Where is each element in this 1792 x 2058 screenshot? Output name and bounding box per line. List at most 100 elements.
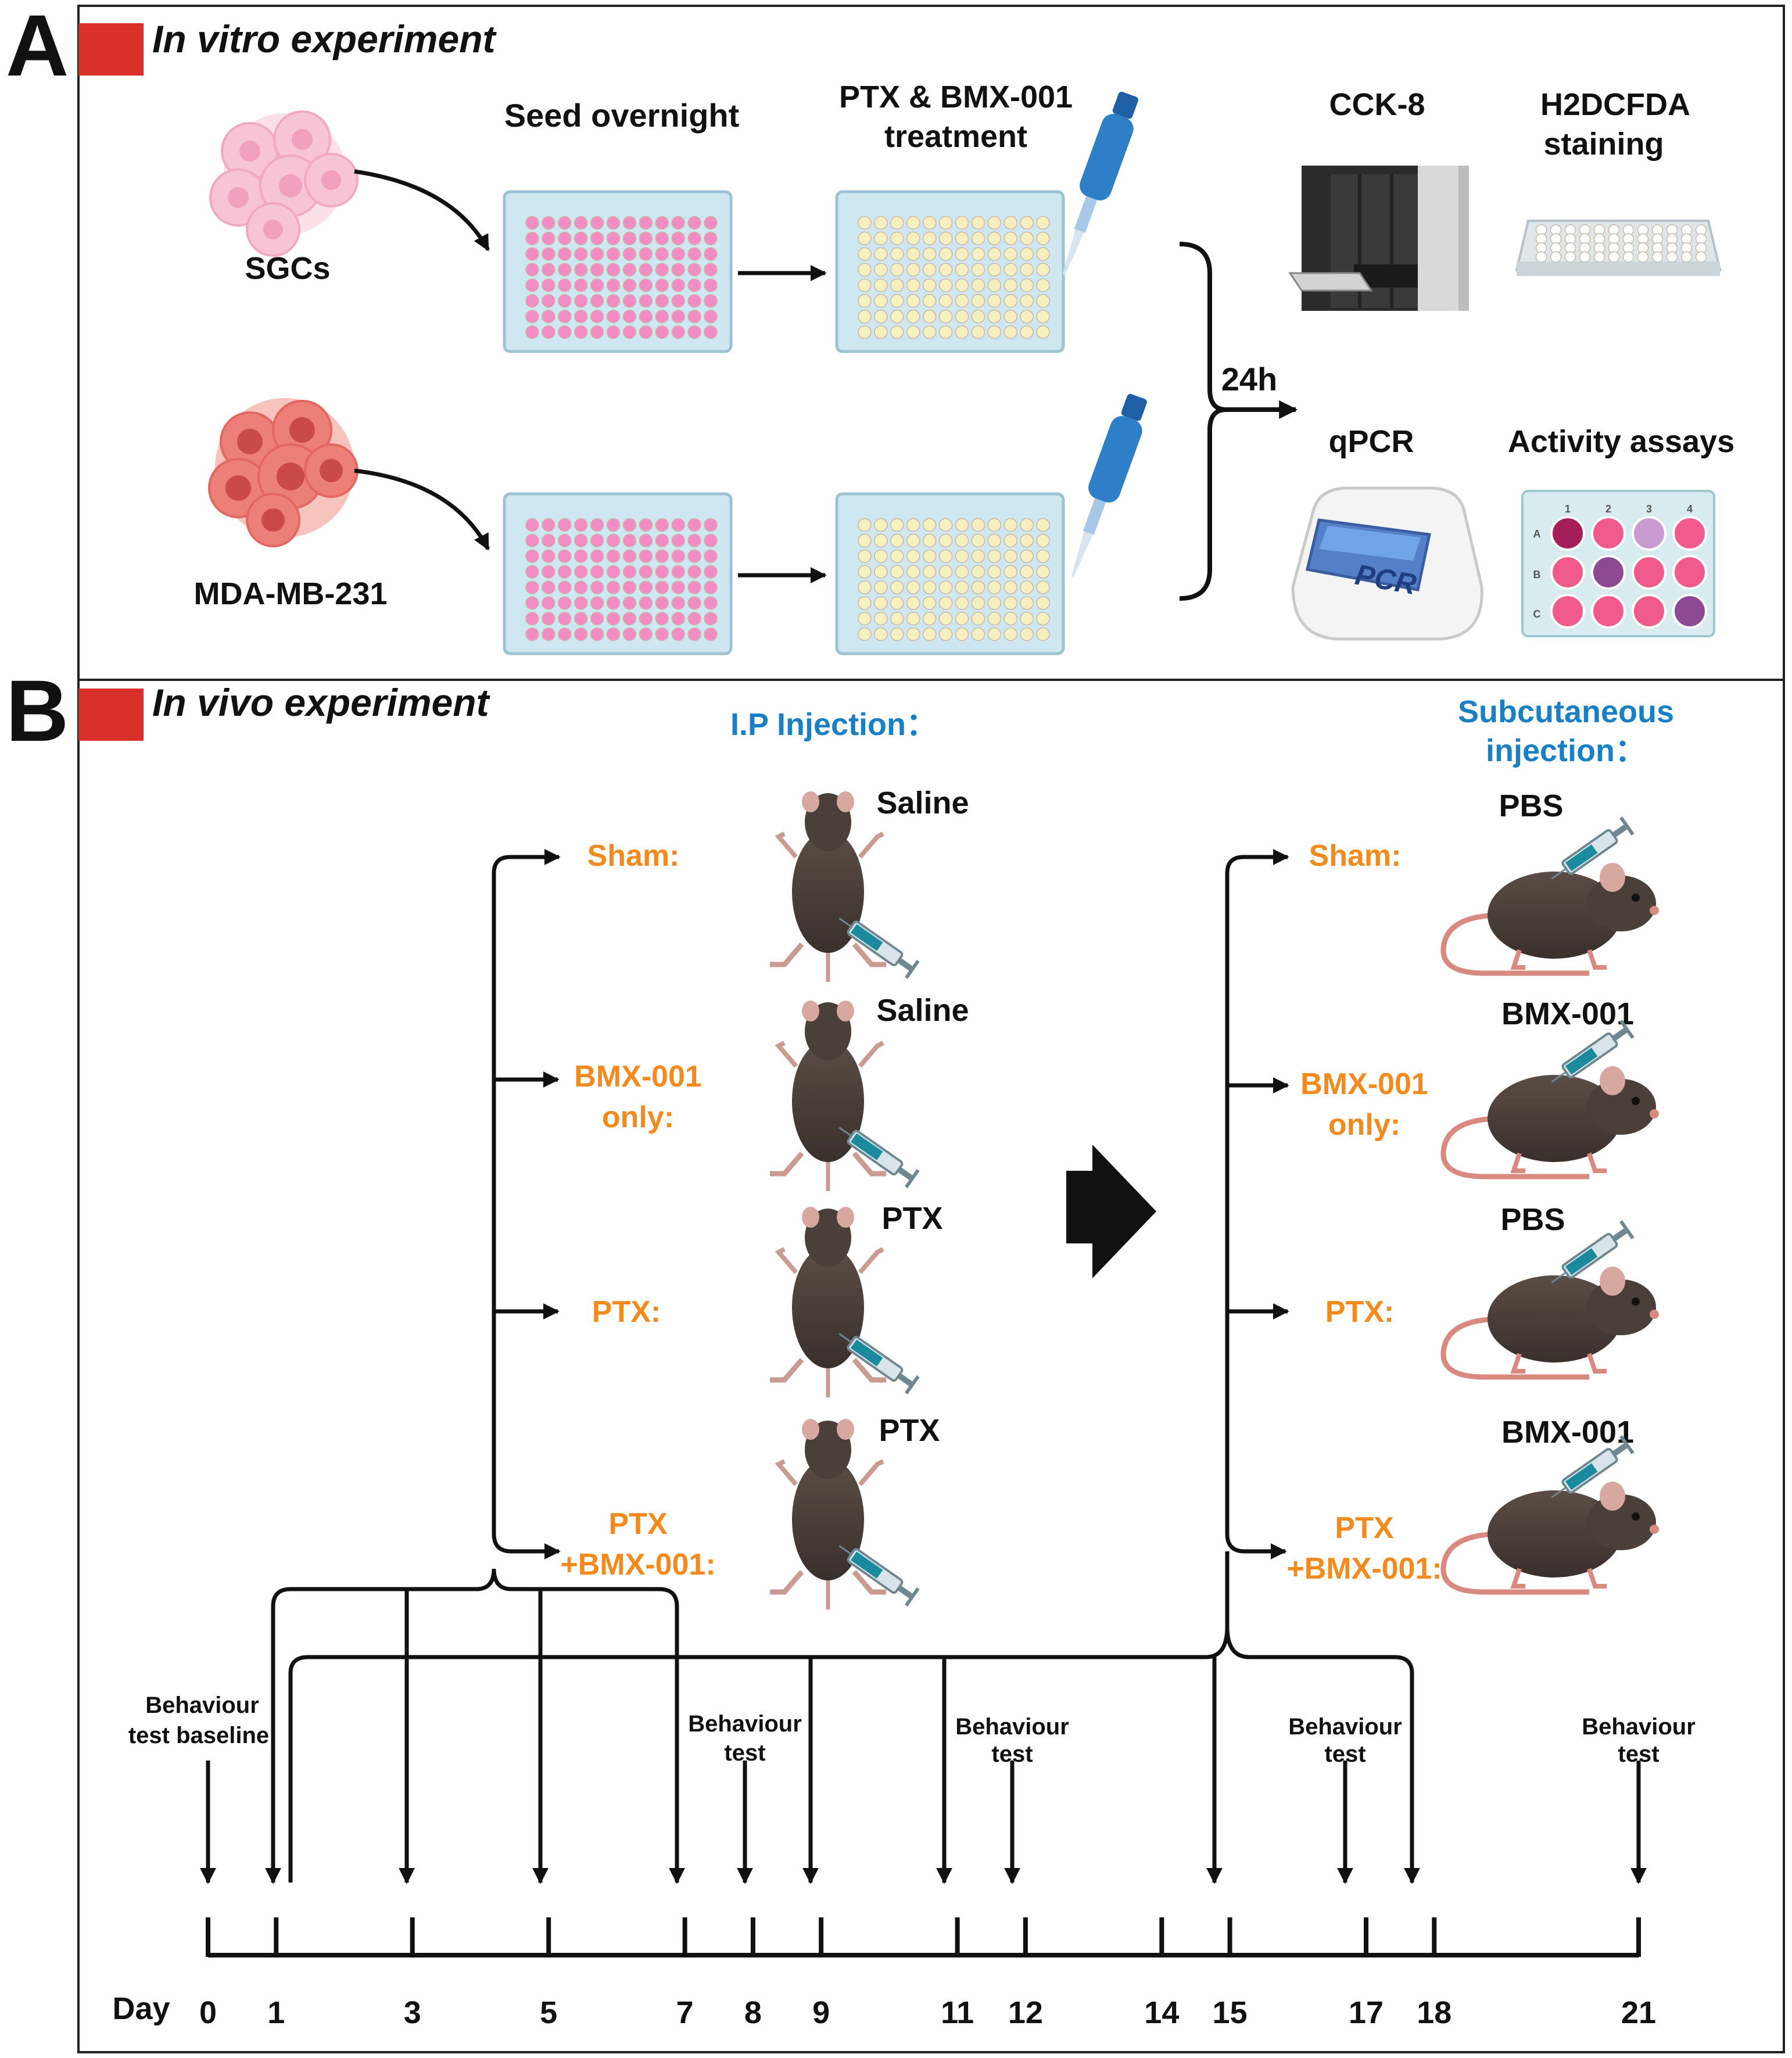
left-group-combo-1: PTX — [608, 1507, 667, 1541]
pipette-top-icon — [1062, 91, 1138, 275]
treatment-plate-top — [835, 190, 1065, 353]
day-tick-label: 8 — [744, 1995, 762, 2030]
right-group-combo-1: PTX — [1335, 1511, 1393, 1545]
plate-reader-icon — [1288, 166, 1469, 311]
sc-mice — [1440, 816, 1659, 1595]
pipette-bottom-icon — [1071, 393, 1147, 578]
behaviour-d17-2: test — [1324, 1741, 1365, 1767]
big-arrow-icon — [1066, 1145, 1156, 1278]
activity-plate-icon: 1 2 3 4 A B C — [1521, 490, 1715, 637]
behaviour-d8-2: test — [724, 1740, 765, 1766]
activity-plate-row-labels: A B C — [1533, 528, 1541, 620]
panel-b-frame — [77, 679, 1785, 2053]
day-tick-label: 7 — [676, 1995, 694, 2030]
day-label: Day — [112, 1991, 170, 2026]
time-label: 24h — [1221, 361, 1278, 397]
behaviour-baseline-2: test baseline — [128, 1723, 269, 1748]
side-mouse-icon — [1440, 1220, 1659, 1380]
treatment-label-1: PTX & BMX-001 — [839, 80, 1073, 114]
right-group-bmx-2: only: — [1328, 1108, 1400, 1142]
cck8-label: CCK-8 — [1329, 87, 1425, 122]
svg-text:3: 3 — [1646, 503, 1652, 515]
treatment-plate-bottom — [835, 492, 1065, 655]
day-tick-label: 14 — [1144, 1995, 1179, 2030]
left-group-bmx-1: BMX-001 — [574, 1060, 702, 1093]
left-group-tree — [265, 849, 685, 1884]
right-group-ptx: PTX: — [1325, 1295, 1394, 1329]
side-mouse-icon — [1440, 1020, 1659, 1179]
right-agent-4: BMX-001 — [1501, 1415, 1634, 1450]
curved-arrow-bottom — [354, 468, 490, 551]
svg-text:1: 1 — [1565, 503, 1571, 515]
svg-text:2: 2 — [1605, 503, 1611, 515]
left-agent-4: PTX — [879, 1413, 940, 1448]
activity-plate-col-labels: 1 2 3 4 — [1565, 503, 1693, 515]
h2dcfda-plate-icon — [1515, 220, 1722, 276]
panel-a-title: In vitro experiment — [152, 17, 497, 60]
day-tick-label: 11 — [941, 1995, 974, 2030]
ip-mice — [770, 791, 920, 1609]
activity-label: Activity assays — [1508, 424, 1734, 459]
behaviour-baseline-1: Behaviour — [145, 1693, 259, 1718]
supine-mouse-icon — [770, 1207, 920, 1397]
panel-b: B In vivo experiment I.P Injection： Subc… — [6, 662, 1785, 2053]
bracket-icon — [1179, 242, 1227, 601]
panel-a: A In vitro experiment SGCs — [6, 0, 1785, 681]
seed-label: Seed overnight — [504, 97, 740, 134]
svg-text:C: C — [1533, 608, 1541, 620]
panel-a-letter: A — [6, 0, 69, 94]
left-agent-3: PTX — [881, 1201, 942, 1236]
day-tick-label: 21 — [1621, 1995, 1656, 2030]
mda-cells-icon — [208, 398, 359, 547]
behaviour-d17-1: Behaviour — [1288, 1714, 1402, 1740]
supine-mouse-icon — [770, 1001, 920, 1191]
right-group-bmx-1: BMX-001 — [1300, 1067, 1428, 1101]
right-agent-1: PBS — [1499, 788, 1563, 823]
side-mouse-icon — [1440, 1435, 1659, 1595]
behaviour-d21-1: Behaviour — [1582, 1714, 1696, 1740]
svg-text:B: B — [1533, 569, 1541, 580]
panel-b-letter: B — [6, 662, 69, 759]
svg-text:A: A — [1533, 528, 1541, 540]
day-tick-label: 0 — [199, 1995, 217, 2030]
h2dcfda-label-2: staining — [1543, 127, 1664, 162]
panel-a-accent — [78, 23, 144, 76]
curved-arrow-top — [354, 169, 490, 252]
mda-label: MDA-MB-231 — [193, 576, 387, 611]
behaviour-d8-1: Behaviour — [688, 1711, 802, 1737]
left-group-ptx: PTX: — [592, 1295, 661, 1329]
behaviour-arrows — [200, 1761, 1647, 1884]
h2dcfda-label-1: H2DCFDA — [1540, 87, 1690, 122]
day-tick-label: 5 — [540, 1995, 557, 2030]
seed-plate-top — [503, 190, 733, 353]
day-tick-label: 3 — [404, 1995, 421, 2030]
right-agent-3: PBS — [1500, 1202, 1565, 1237]
ip-title: I.P Injection： — [730, 707, 937, 742]
day-tick-label: 17 — [1349, 1995, 1384, 2030]
sgc-cells-icon — [209, 110, 359, 257]
behaviour-d21-2: test — [1618, 1741, 1659, 1767]
pcr-machine-icon: PCR — [1291, 486, 1483, 641]
supine-mouse-icon — [770, 791, 920, 982]
left-group-combo-2: +BMX-001: — [560, 1548, 715, 1582]
right-group-tree — [288, 849, 1420, 1884]
side-mouse-icon — [1440, 816, 1659, 976]
behaviour-d12-2: test — [991, 1741, 1033, 1767]
day-tick-label: 1 — [267, 1995, 285, 2030]
day-tick-label: 15 — [1213, 1995, 1248, 2030]
day-tick-label: 9 — [812, 1995, 830, 2030]
behaviour-d12-1: Behaviour — [955, 1714, 1069, 1740]
sc-title-2: injection： — [1486, 733, 1646, 768]
left-group-sham: Sham: — [587, 839, 680, 873]
qpcr-label: qPCR — [1329, 424, 1414, 459]
right-group-sham: Sham: — [1309, 839, 1402, 873]
left-agent-2: Saline — [876, 993, 969, 1028]
left-group-bmx-2: only: — [602, 1100, 674, 1134]
day-tick-label: 12 — [1008, 1995, 1043, 2030]
right-group-combo-2: +BMX-001: — [1286, 1552, 1442, 1586]
seed-plate-bottom — [503, 492, 733, 655]
supine-mouse-icon — [770, 1419, 920, 1609]
treatment-label-2: treatment — [884, 119, 1027, 154]
panel-b-title: In vivo experiment — [152, 681, 491, 724]
